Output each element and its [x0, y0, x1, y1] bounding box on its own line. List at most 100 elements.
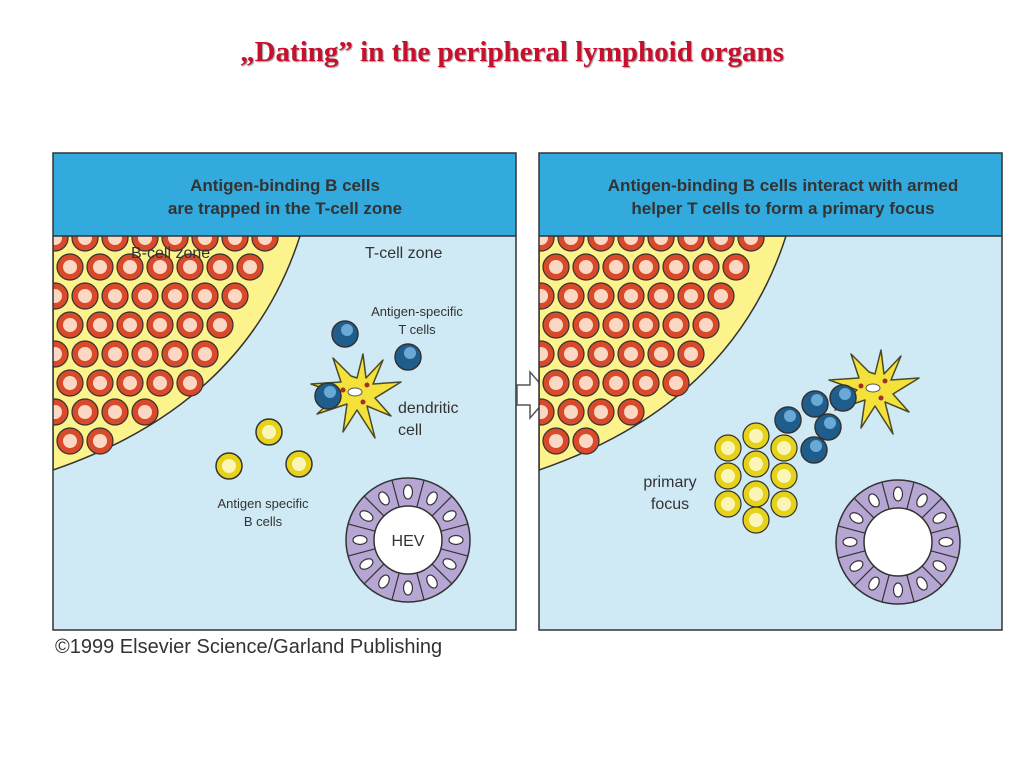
- hev-endothelial-cells: [347, 479, 469, 601]
- b-cell-icon: [539, 340, 555, 368]
- b-cell-icon: [677, 340, 705, 368]
- b-cell-icon: [221, 236, 249, 252]
- b-cell-icon: [161, 282, 189, 310]
- dendritic-cell-icon: [310, 353, 402, 439]
- t-cell-icon: [774, 384, 857, 464]
- right-header-line2: helper T cells to form a primary focus: [631, 199, 934, 218]
- b-cell-icon: [707, 236, 735, 252]
- b-cell-icon: [176, 311, 204, 339]
- b-cell-icon: [86, 369, 114, 397]
- b-cell-icon: [722, 253, 750, 281]
- b-cell-icon: [542, 369, 570, 397]
- b-cell-icon: [632, 253, 660, 281]
- b-cell-icon: [572, 369, 600, 397]
- b-cell-icon: [101, 236, 129, 252]
- antigen-specific-b-cells-label-2: B cells: [244, 514, 283, 529]
- b-cell-icon: [146, 311, 174, 339]
- left-header-line1: Antigen-binding B cells: [190, 176, 380, 195]
- b-cell-icon: [131, 340, 159, 368]
- b-cell-icon: [737, 236, 765, 252]
- b-cell-icon: [572, 253, 600, 281]
- antigen-specific-t-cells-label-2: T cells: [398, 322, 436, 337]
- b-cell-icon: [632, 369, 660, 397]
- b-cell-icon: [131, 236, 159, 252]
- b-cell-icon: [714, 422, 798, 534]
- copyright-credit: ©1999 Elsevier Science/Garland Publishin…: [55, 636, 443, 658]
- b-cell-icon: [677, 236, 705, 252]
- hev-vessel-icon: [345, 477, 471, 603]
- b-cell-icon: [146, 369, 174, 397]
- b-cell-icon: [146, 253, 174, 281]
- antigen-specific-t-cells-label-1: Antigen-specific: [371, 304, 463, 319]
- b-cell-icon: [662, 253, 690, 281]
- b-cell-icon: [101, 398, 129, 426]
- b-cell-icon: [221, 282, 249, 310]
- b-cell-icon: [86, 311, 114, 339]
- b-cell-icon: [116, 369, 144, 397]
- b-cell-icon: [602, 369, 630, 397]
- left-header-line2: are trapped in the T-cell zone: [168, 199, 402, 218]
- b-cell-icon: [71, 282, 99, 310]
- b-cell-icon: [56, 427, 84, 455]
- b-cell-icon: [116, 311, 144, 339]
- b-cell-icon: [101, 340, 129, 368]
- b-cell-cluster: [539, 236, 765, 455]
- b-cell-icon: [206, 311, 234, 339]
- b-cell-icon: [557, 282, 585, 310]
- b-cell-icon: [632, 311, 660, 339]
- dendritic-cell-label-1: dendritic: [398, 400, 458, 417]
- b-cell-icon: [542, 427, 570, 455]
- b-cell-icon: [572, 427, 600, 455]
- b-cell-icon: [86, 427, 114, 455]
- b-cell-icon: [617, 236, 645, 252]
- primary-focus-label-2: focus: [651, 496, 689, 513]
- slide-title: „Dating” in the peripheral lymphoid orga…: [240, 36, 784, 68]
- b-cell-icon: [206, 253, 234, 281]
- b-cell-icon: [176, 369, 204, 397]
- b-cell-icon: [71, 340, 99, 368]
- b-cell-icon: [557, 236, 585, 252]
- primary-focus-label-1: primary: [643, 474, 696, 491]
- b-cell-zone-label: B-cell zone: [131, 245, 210, 262]
- b-cell-icon: [539, 282, 555, 310]
- b-cell-icon: [647, 340, 675, 368]
- b-cell-icon: [191, 340, 219, 368]
- b-cell-icon: [176, 253, 204, 281]
- b-cell-icon: [677, 282, 705, 310]
- antigen-specific-b-cells-label-1: Antigen specific: [217, 496, 309, 511]
- b-cell-icon: [86, 253, 114, 281]
- b-cell-icon: [602, 253, 630, 281]
- b-cell-icon: [602, 311, 630, 339]
- b-cell-icon: [56, 253, 84, 281]
- right-panel: Antigen-binding B cells interact with ar…: [538, 152, 1003, 631]
- hev-endothelial-cells: [837, 481, 959, 603]
- dendritic-cell-label-2: cell: [398, 422, 422, 439]
- b-cell-icon: [647, 282, 675, 310]
- b-cell-icon: [101, 282, 129, 310]
- b-cell-icon: [71, 236, 99, 252]
- right-header-line1: Antigen-binding B cells interact with ar…: [608, 176, 958, 195]
- t-cell-zone-label: T-cell zone: [365, 245, 442, 262]
- b-cell-icon: [161, 340, 189, 368]
- b-cell-icon: [131, 398, 159, 426]
- b-cell-icon: [53, 398, 69, 426]
- b-cell-icon: [542, 253, 570, 281]
- b-cell-cluster: [53, 236, 279, 455]
- b-cell-icon: [56, 369, 84, 397]
- b-cell-icon: [692, 253, 720, 281]
- b-cell-icon: [251, 236, 279, 252]
- b-cell-icon: [53, 236, 69, 252]
- hev-label: HEV: [392, 533, 425, 550]
- b-cell-icon: [707, 282, 735, 310]
- b-cell-icon: [662, 369, 690, 397]
- b-cell-icon: [557, 340, 585, 368]
- b-cell-icon: [662, 311, 690, 339]
- b-cell-icon: [53, 340, 69, 368]
- b-cell-icon: [236, 253, 264, 281]
- b-cell-icon: [572, 311, 600, 339]
- b-cell-icon: [587, 340, 615, 368]
- hev-vessel-icon: [835, 479, 961, 605]
- b-cell-icon: [692, 311, 720, 339]
- b-cell-icon: [191, 236, 219, 252]
- b-cell-icon: [71, 398, 99, 426]
